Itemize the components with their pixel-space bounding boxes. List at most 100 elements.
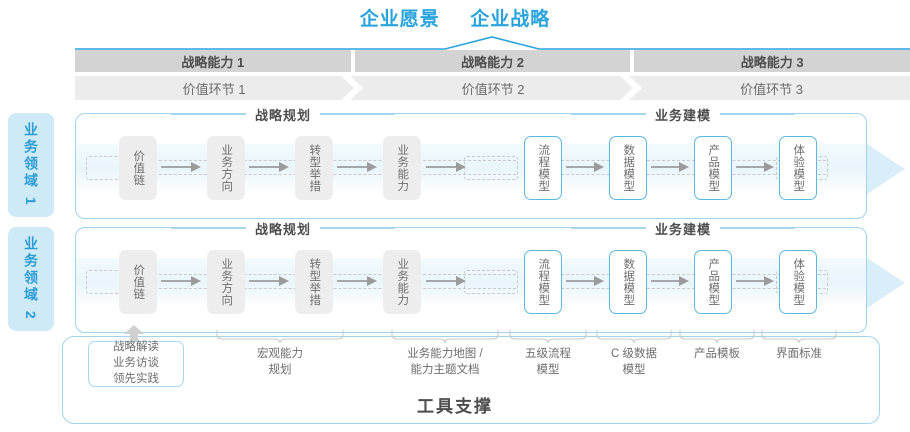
- dashed-placeholder-mid-1: [464, 156, 518, 180]
- value-chain-cell-3[interactable]: 价值环节 3: [633, 76, 910, 100]
- title-vision: 企业愿景: [359, 9, 440, 30]
- arrow-icon-8: [161, 276, 201, 286]
- tool-label-text: C 级数据 模型: [611, 348, 657, 376]
- arrow-icon-2: [249, 162, 289, 172]
- arrow-icon-13: [651, 276, 689, 286]
- arrow-icon-11: [426, 276, 466, 286]
- section-label-modeling-2: 业务建模: [646, 218, 721, 238]
- node-value-chain-1[interactable]: 价值链: [119, 136, 157, 200]
- node-process-model-1[interactable]: 流程模型: [524, 136, 562, 200]
- node-business-capability-2[interactable]: 业务能力: [383, 250, 421, 314]
- dashed-placeholder-mid-2: [464, 270, 518, 294]
- domain-1-label: 业务领域 1: [23, 122, 39, 208]
- dashed-rail-top-1b: [526, 160, 826, 161]
- node-experience-model-1[interactable]: 体验模型: [779, 136, 817, 200]
- node-experience-model-2[interactable]: 体验模型: [779, 250, 817, 314]
- node-label: 业务能力: [396, 258, 409, 306]
- brace-connector-5: [679, 330, 755, 344]
- node-label: 业务方向: [220, 258, 233, 306]
- node-transformation-measures-1[interactable]: 转型举措: [295, 136, 333, 200]
- up-arrow-icon: [124, 325, 144, 343]
- arrow-icon-12: [566, 276, 604, 286]
- arrow-icon-4: [426, 162, 466, 172]
- node-business-direction-2[interactable]: 业务方向: [207, 250, 245, 314]
- arrow-icon-5: [566, 162, 604, 172]
- caption-rule-right-3: [320, 227, 396, 229]
- title-spacer: [446, 9, 464, 31]
- title-peak-connector: [75, 36, 910, 50]
- capability-cell-3[interactable]: 战略能力 3: [634, 50, 910, 72]
- tool-support-container: [62, 336, 880, 424]
- capability-label-1: 战略能力 1: [181, 54, 245, 70]
- arrow-icon-14: [736, 276, 774, 286]
- dashed-rail-bottom-1b: [526, 174, 826, 175]
- arrow-icon-9: [249, 276, 289, 286]
- tool-label-text: 界面标准: [776, 348, 822, 360]
- caption-rule-right-4: [720, 227, 796, 229]
- node-product-model-1[interactable]: 产品模型: [694, 136, 732, 200]
- capability-cell-2[interactable]: 战略能力 2: [354, 50, 631, 72]
- chevron-separator-icon-2: [620, 76, 642, 100]
- tool-label-capability-map: 业务能力地图 / 能力主题文档: [355, 347, 535, 378]
- value-chain-label-2: 价值环节 2: [461, 81, 525, 97]
- value-chain-bar: 价值环节 1 价值环节 2 价值环节 3: [75, 76, 910, 100]
- tool-support-title-text: 工具支撑: [417, 397, 493, 416]
- arrow-icon-10: [337, 276, 377, 286]
- node-transformation-measures-2[interactable]: 转型举措: [295, 250, 333, 314]
- node-label: 价值链: [132, 264, 145, 300]
- node-label: 数据模型: [622, 258, 635, 306]
- section-caption-modeling-1: 业务建模: [571, 104, 796, 124]
- node-label: 体验模型: [792, 144, 805, 192]
- capability-cell-1[interactable]: 战略能力 1: [75, 50, 351, 72]
- node-label: 业务能力: [396, 144, 409, 192]
- node-label: 流程模型: [537, 258, 550, 306]
- section-caption-planning-2: 战略规划: [171, 218, 396, 238]
- caption-rule-left-2: [571, 113, 646, 115]
- node-value-chain-2[interactable]: 价值链: [119, 250, 157, 314]
- tool-box-strategy-interpretation[interactable]: 战略解读 业务访谈 领先实践: [88, 341, 184, 387]
- node-label: 产品模型: [707, 258, 720, 306]
- caption-rule-right: [320, 113, 396, 115]
- caption-rule-right-2: [720, 113, 796, 115]
- brace-connector-4: [596, 330, 672, 344]
- node-label: 体验模型: [792, 258, 805, 306]
- dashed-rail-bottom-2b: [526, 288, 826, 289]
- node-data-model-2[interactable]: 数据模型: [609, 250, 647, 314]
- brace-connector-6: [761, 330, 837, 344]
- value-chain-cell-2[interactable]: 价值环节 2: [354, 76, 632, 100]
- sidebar-item-domain-2[interactable]: 业务领域 2: [8, 227, 54, 331]
- arrow-icon-1: [161, 162, 201, 172]
- node-process-model-2[interactable]: 流程模型: [524, 250, 562, 314]
- capability-label-2: 战略能力 2: [461, 54, 524, 70]
- sidebar-item-domain-1[interactable]: 业务领域 1: [8, 113, 54, 217]
- arrow-icon-6: [651, 162, 689, 172]
- brace-connector-1: [216, 330, 344, 344]
- section-caption-planning-1: 战略规划: [171, 104, 396, 124]
- arrow-icon-3: [337, 162, 377, 172]
- value-chain-cell-1[interactable]: 价值环节 1: [75, 76, 353, 100]
- node-business-capability-1[interactable]: 业务能力: [383, 136, 421, 200]
- dashed-rail-top-2b: [526, 274, 826, 275]
- section-caption-modeling-2: 业务建模: [571, 218, 796, 238]
- tool-label-text: 五级流程 模型: [525, 348, 571, 376]
- node-product-model-2[interactable]: 产品模型: [694, 250, 732, 314]
- chevron-separator-icon-1: [341, 76, 363, 100]
- tool-label-ui-standard: 界面标准: [745, 347, 853, 363]
- capability-label-3: 战略能力 3: [740, 54, 804, 70]
- node-label: 业务方向: [220, 144, 233, 192]
- caption-rule-left: [171, 113, 246, 115]
- node-business-direction-1[interactable]: 业务方向: [207, 136, 245, 200]
- node-label: 数据模型: [622, 144, 635, 192]
- brace-connector-3: [509, 330, 587, 344]
- value-chain-label-3: 价值环节 3: [740, 81, 803, 97]
- tool-label-text: 业务能力地图 / 能力主题文档: [407, 348, 483, 376]
- node-label: 转型举措: [308, 144, 321, 192]
- node-label: 转型举措: [308, 258, 321, 306]
- section-label-planning-2: 战略规划: [246, 218, 321, 238]
- tool-label-c-level-data: C 级数据 模型: [580, 347, 688, 378]
- domain-row-1: 战略规划 业务建模 价值链 业务方向 转型举措 业务能力 流程: [75, 104, 867, 219]
- node-data-model-1[interactable]: 数据模型: [609, 136, 647, 200]
- node-label: 流程模型: [537, 144, 550, 192]
- domain-row-2: 战略规划 业务建模 价值链 业务方向 转型举措 业务能力 流程模型: [75, 218, 867, 333]
